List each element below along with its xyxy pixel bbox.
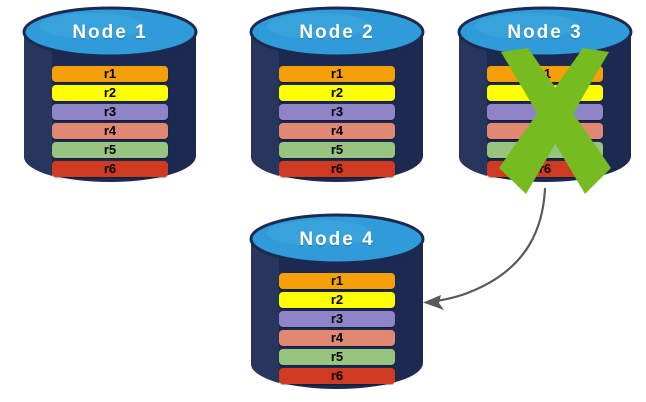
record-label: r6 xyxy=(330,368,344,383)
record-label: r1 xyxy=(330,66,344,81)
record-label: r3 xyxy=(103,104,117,119)
record-bar-r6[interactable]: r6 xyxy=(279,161,395,177)
node-1-records: r1 r2 r3 r4 r5 r6 xyxy=(52,66,168,180)
record-bar-r4[interactable]: r4 xyxy=(279,123,395,139)
node-3-title: Node 3 xyxy=(507,22,583,43)
node-2-records: r1 r2 r3 r4 r5 r6 xyxy=(279,66,395,180)
record-label: r4 xyxy=(330,123,344,138)
record-bar-r2[interactable]: r2 xyxy=(279,292,395,308)
record-label: r4 xyxy=(103,123,117,138)
record-label: r2 xyxy=(330,292,344,307)
record-bar-r4[interactable]: r4 xyxy=(279,330,395,346)
record-bar-r5[interactable]: r5 xyxy=(279,349,395,365)
record-bar-r3[interactable]: r3 xyxy=(279,104,395,120)
record-label: r6 xyxy=(103,161,117,176)
node-2[interactable]: Node 2 r1 r2 r3 r4 r5 r6 xyxy=(249,6,425,188)
record-label: r5 xyxy=(330,142,344,157)
record-bar-r2[interactable]: r2 xyxy=(279,85,395,101)
record-bar-r3[interactable]: r3 xyxy=(52,104,168,120)
node-1[interactable]: Node 1 r1 r2 r3 r4 r5 r6 xyxy=(22,6,198,188)
record-label: r3 xyxy=(330,311,344,326)
record-bar-r3[interactable]: r3 xyxy=(279,311,395,327)
node-1-title: Node 1 xyxy=(72,22,148,43)
record-bar-r6[interactable]: r6 xyxy=(279,368,395,384)
record-bar-r2[interactable]: r2 xyxy=(52,85,168,101)
record-bar-r1[interactable]: r1 xyxy=(52,66,168,82)
record-label: r3 xyxy=(330,104,344,119)
record-label: r5 xyxy=(330,349,344,364)
record-bar-r5[interactable]: r5 xyxy=(279,142,395,158)
record-label: r1 xyxy=(103,66,117,81)
node-4-title: Node 4 xyxy=(299,229,375,250)
record-bar-r1[interactable]: r1 xyxy=(279,66,395,82)
record-label: r2 xyxy=(330,85,344,100)
record-label: r4 xyxy=(330,330,344,345)
node-2-title: Node 2 xyxy=(299,22,375,43)
record-label: r1 xyxy=(330,273,344,288)
record-bar-r5[interactable]: r5 xyxy=(52,142,168,158)
record-bar-r4[interactable]: r4 xyxy=(52,123,168,139)
record-bar-r1[interactable]: r1 xyxy=(279,273,395,289)
record-label: r6 xyxy=(330,161,344,176)
node-4-records: r1 r2 r3 r4 r5 r6 xyxy=(279,273,395,387)
record-bar-r6[interactable]: r6 xyxy=(52,161,168,177)
record-label: r5 xyxy=(103,142,117,157)
record-label: r2 xyxy=(103,85,117,100)
node-4[interactable]: Node 4 r1 r2 r3 r4 r5 r6 xyxy=(249,213,425,395)
